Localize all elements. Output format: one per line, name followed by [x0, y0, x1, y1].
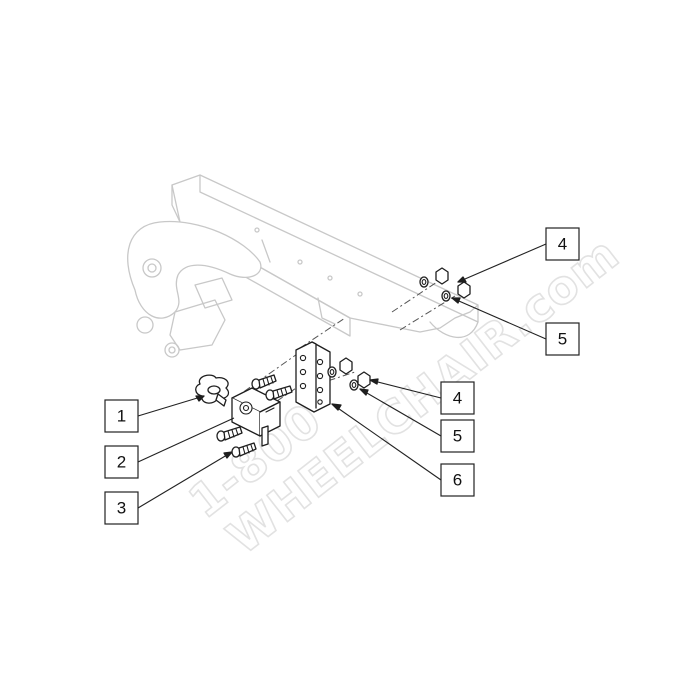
callout-4b: 4	[440, 381, 475, 415]
screw-middle	[265, 385, 293, 401]
ghost-frame	[127, 174, 479, 358]
bracket-part	[231, 387, 281, 447]
screw-lower-left	[216, 426, 243, 442]
nut-rail-lower	[457, 281, 471, 299]
callout-2: 2	[104, 445, 139, 479]
screw-upper	[251, 374, 277, 390]
callout-label-2: 2	[117, 453, 126, 472]
leader-lines	[137, 243, 547, 509]
knob-part	[195, 374, 230, 407]
screw-parts	[216, 374, 293, 458]
rail-fasteners	[419, 267, 471, 302]
callout-label-4a: 4	[558, 235, 567, 254]
callout-3: 3	[104, 491, 139, 525]
callout-5b: 5	[440, 419, 475, 453]
plate-fasteners	[327, 357, 371, 391]
callout-label-1: 1	[117, 407, 126, 426]
callout-1: 1	[104, 399, 139, 433]
nut-rail-upper	[435, 267, 449, 285]
callout-5a: 5	[545, 322, 580, 356]
mounting-plate-part	[295, 341, 331, 413]
callout-label-4b: 4	[453, 389, 462, 408]
callout-label-5b: 5	[453, 427, 462, 446]
nut-plate-upper	[339, 357, 353, 375]
callout-4a: 4	[545, 227, 580, 261]
nut-plate-lower	[357, 371, 371, 389]
screw-lower	[231, 442, 257, 458]
callout-label-5a: 5	[558, 330, 567, 349]
callout-6: 6	[440, 463, 475, 497]
callout-label-3: 3	[117, 499, 126, 518]
callout-label-6: 6	[453, 471, 462, 490]
